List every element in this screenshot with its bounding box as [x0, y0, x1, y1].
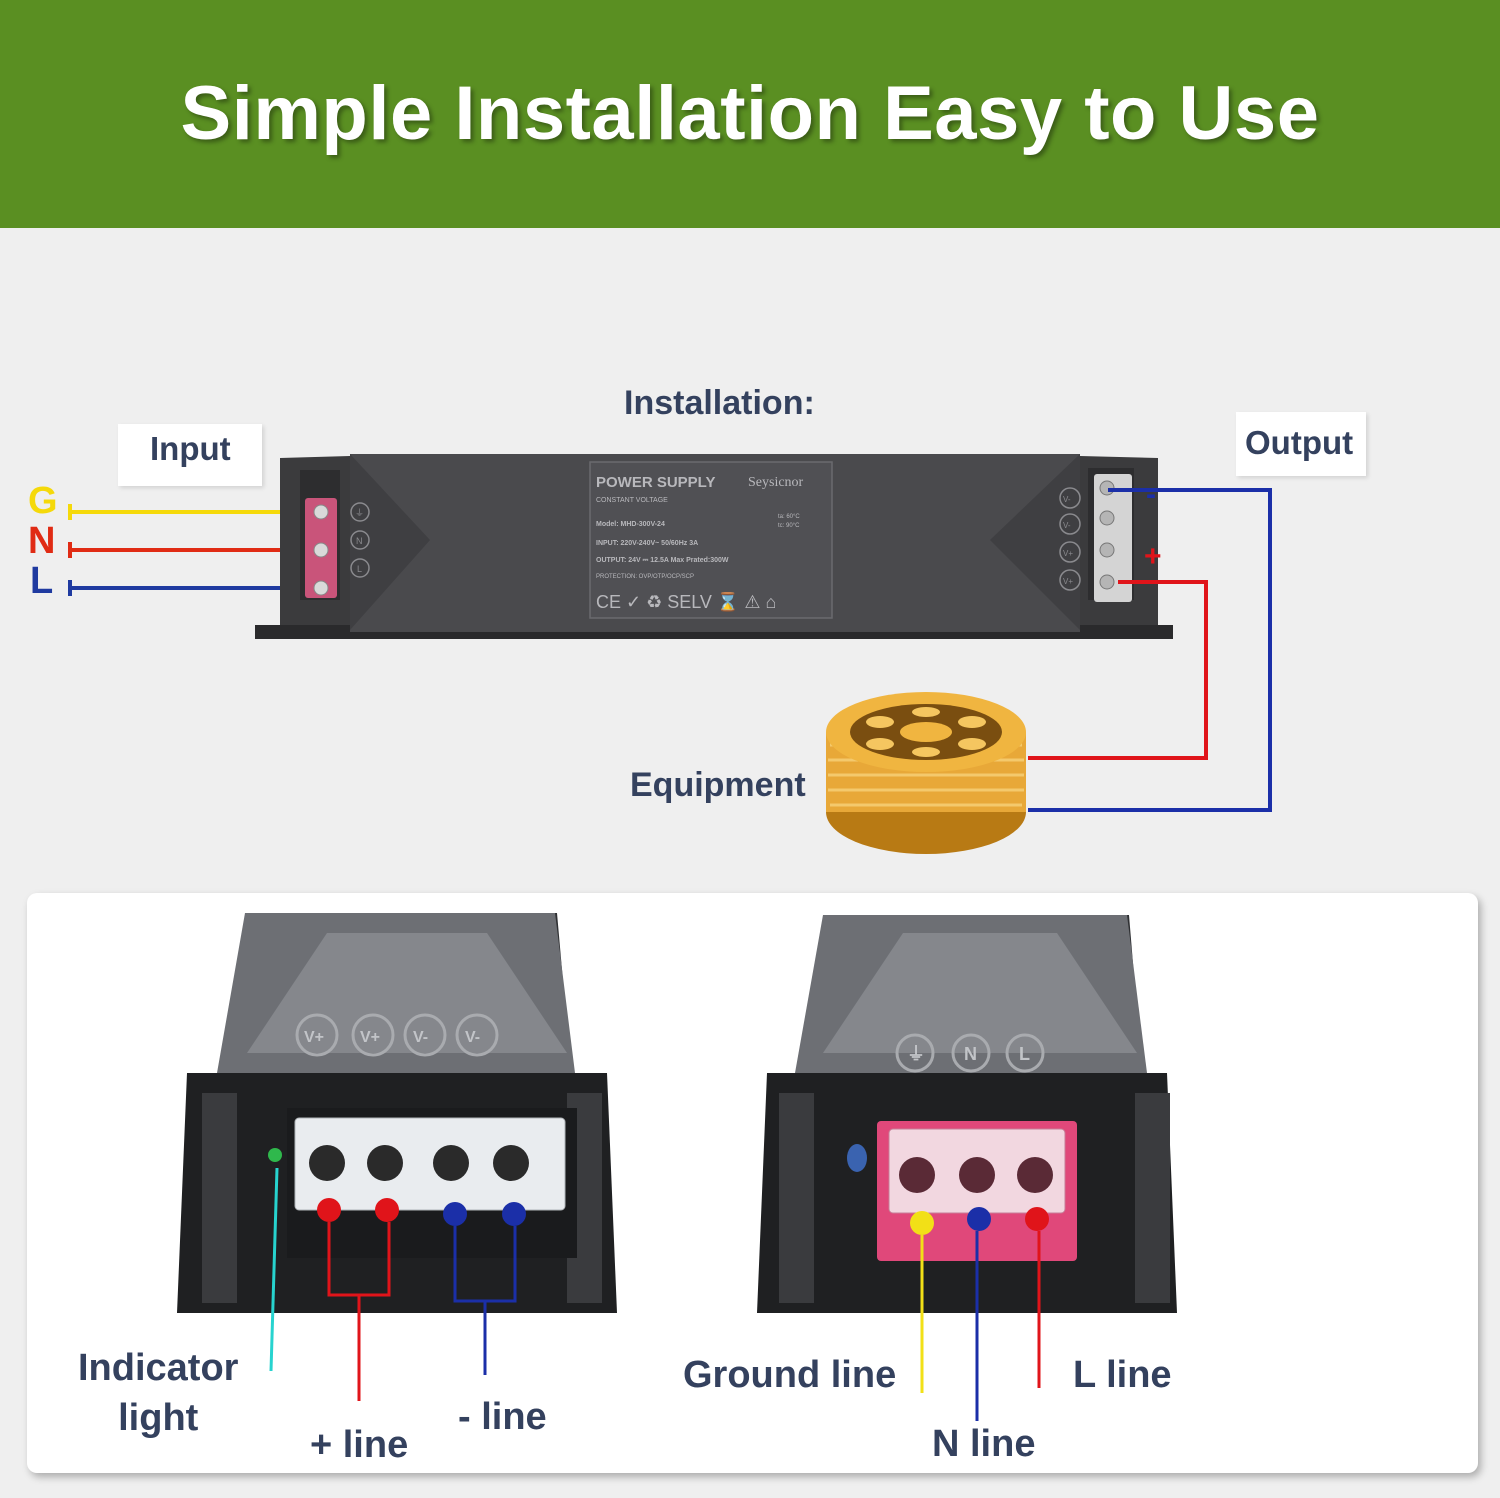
ground-line-caption: Ground line — [683, 1354, 897, 1396]
photo-output-symbol-4: V- — [465, 1029, 480, 1046]
input-label-box — [118, 424, 262, 486]
device-label-certs: CE ✓ ♻ SELV ⌛ ⚠ ⌂ — [596, 591, 776, 612]
input-label: Input — [150, 430, 231, 467]
equipment-label: Equipment — [630, 766, 806, 804]
photo-input-symbol-1: ⏚ — [907, 1044, 925, 1065]
output-label: Output — [1245, 424, 1354, 461]
input-symbol-2: N — [356, 536, 363, 546]
n-line-caption: N line — [932, 1423, 1036, 1465]
output-symbol-4: V+ — [1063, 577, 1073, 586]
output-label-box — [1236, 412, 1366, 476]
indicator-caption-line-1: Indicator — [78, 1347, 239, 1389]
device-label-output: OUTPUT: 24V ⎓ 12.5A Max Prated:300W — [596, 557, 729, 564]
header-banner — [0, 0, 1500, 228]
device-label-brand: Seysicnor — [748, 475, 804, 490]
photo-input-symbol-2: N — [964, 1044, 977, 1064]
input-terminal-closeup: ⏚ N L — [757, 915, 1177, 1421]
device-label-model: Model: MHD-300V-24 — [596, 521, 665, 528]
device-label-tc: tc: 90°C — [778, 523, 800, 529]
output-symbol-1: V- — [1063, 495, 1071, 504]
photo-input-symbol-3: L — [1019, 1044, 1030, 1064]
photo-output-symbol-2: V+ — [360, 1029, 380, 1046]
device-label-heading: POWER SUPPLY — [596, 474, 715, 491]
indicator-light-caption: Indicator light — [78, 1343, 238, 1443]
device-label-input: INPUT: 220V-240V~ 50/60Hz 3A — [596, 540, 698, 547]
device-label-text: POWER SUPPLY Seysicnor CONSTANT VOLTAGE … — [355, 474, 1073, 612]
live-wire-letter: L — [30, 560, 54, 602]
output-negative-sign: - — [1146, 478, 1156, 511]
output-wires — [1028, 488, 1272, 812]
input-symbol-1: ⏚ — [355, 508, 364, 518]
photo-output-symbol-1: V+ — [304, 1029, 324, 1046]
terminal-closeups: V+ V+ V- V- — [177, 913, 1177, 1421]
installation-diagram: POWER SUPPLY Seysicnor CONSTANT VOLTAGE … — [68, 454, 1272, 854]
power-supply-unit — [255, 454, 1173, 639]
input-symbol-3: L — [357, 564, 362, 574]
device-label-protection: PROTECTION: OVP/OTP/OCP/SCP — [596, 574, 694, 580]
led-strip-reel-icon — [826, 692, 1026, 854]
output-symbol-2: V- — [1063, 521, 1071, 530]
device-label-subheading: CONSTANT VOLTAGE — [596, 497, 668, 504]
output-symbol-3: V+ — [1063, 549, 1073, 558]
plus-line-caption: + line — [310, 1424, 409, 1466]
installation-title: Installation: — [624, 384, 815, 422]
device-label-ta: ta: 60°C — [778, 514, 800, 520]
output-positive-sign: + — [1144, 540, 1162, 573]
terminal-photos-card: V+ V+ V- V- — [27, 893, 1478, 1473]
photo-output-symbol-3: V- — [413, 1029, 428, 1046]
output-terminal-closeup: V+ V+ V- V- — [177, 913, 617, 1401]
minus-line-caption: - line — [458, 1396, 547, 1438]
indicator-caption-line-2: light — [118, 1397, 199, 1439]
neutral-wire-letter: N — [28, 520, 56, 562]
ground-wire-letter: G — [28, 480, 58, 522]
l-line-caption: L line — [1073, 1354, 1172, 1396]
page-title: Simple Installation Easy to Use — [180, 71, 1320, 156]
